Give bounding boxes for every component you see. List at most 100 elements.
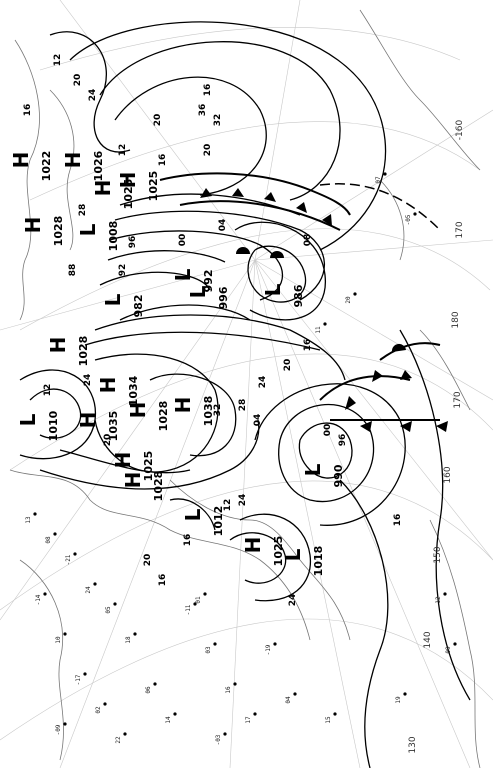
parallel-line	[9, 353, 493, 471]
central-pressure-value: 1034	[127, 375, 140, 406]
longitude-label: 130	[408, 736, 418, 753]
station-value: 13	[25, 516, 32, 524]
central-pressure-value: 1038	[202, 396, 215, 427]
station-marker	[443, 592, 447, 596]
high-pressure-center: H	[121, 472, 145, 489]
coastline-greenland	[14, 39, 40, 321]
station-marker	[33, 512, 37, 516]
warm-front-semicircle	[236, 247, 250, 254]
isobar-label: 24	[88, 89, 98, 102]
longitude-label: -160	[455, 120, 465, 141]
station-value: -17	[75, 674, 82, 685]
station-value: 09	[445, 646, 452, 654]
isobar-label: 16	[183, 534, 193, 547]
meridian-line	[254, 259, 493, 401]
cold-front-triangle	[345, 396, 356, 410]
isobar-label: 04	[218, 219, 228, 232]
meridian-line	[0, 259, 256, 621]
isobar-label: 24	[258, 376, 268, 389]
station-value: -19	[265, 644, 272, 655]
meridian-line	[254, 259, 361, 768]
station-value: -03	[215, 734, 222, 745]
isobar	[234, 221, 326, 321]
station-value: 10	[55, 636, 62, 644]
occluded-front	[319, 375, 411, 401]
coastline-alaska	[169, 479, 351, 641]
isobar-label: 08	[303, 234, 313, 247]
central-pressure-value: 1025	[122, 179, 135, 210]
isobar-label: 24	[238, 494, 248, 507]
cold-front-triangle	[372, 370, 383, 382]
high-pressure-center: H	[9, 152, 33, 169]
warm-front-semicircle	[391, 343, 406, 352]
isobar	[29, 388, 82, 439]
low-pressure-center: L	[171, 268, 195, 281]
isobar-label: 28	[238, 399, 248, 412]
station-marker	[53, 532, 57, 536]
cold-front-triangle	[400, 370, 412, 380]
meridian-line	[254, 109, 493, 261]
station-marker	[233, 682, 237, 686]
cold-front-triangle	[436, 421, 448, 432]
high-pressure-center: H	[91, 180, 115, 197]
central-pressure-value: 1025	[147, 171, 160, 202]
station-marker	[83, 672, 87, 676]
coastline-canada	[9, 469, 311, 641]
central-pressure-value: 1018	[312, 546, 325, 577]
isobar	[119, 304, 251, 321]
isobar	[109, 230, 284, 301]
central-pressure-value: 1035	[107, 411, 120, 442]
isobar-label: 20	[283, 359, 293, 372]
isobar-label: 24	[288, 594, 298, 607]
station-marker	[253, 712, 257, 716]
isobar-label: 96	[338, 434, 348, 447]
high-pressure-center: H	[241, 537, 265, 554]
isobar	[107, 250, 226, 263]
longitude-label: 140	[423, 631, 433, 648]
station-value: 19	[395, 696, 402, 704]
station-marker	[43, 592, 47, 596]
cold-front-triangle	[400, 421, 412, 432]
station-marker	[193, 602, 197, 606]
low-pressure-center: L	[301, 463, 325, 476]
station-value: 01	[195, 596, 202, 604]
station-marker	[413, 212, 417, 216]
low-pressure-center: L	[281, 548, 305, 561]
isobar	[99, 271, 211, 291]
isobar-label: 20	[153, 114, 163, 127]
central-pressure-value: 990	[332, 464, 345, 487]
station-marker	[223, 732, 227, 736]
meridian-line	[59, 259, 256, 768]
station-value: -21	[65, 554, 72, 565]
coastline-kamchatka	[379, 179, 405, 261]
isobar-label: 96	[128, 236, 138, 249]
station-marker	[103, 702, 107, 706]
station-value: -11	[185, 604, 192, 615]
isobar-label: 12	[53, 54, 63, 67]
stationary-front	[319, 183, 441, 231]
station-marker	[173, 712, 177, 716]
central-pressure-value: 992	[202, 270, 215, 293]
isobar-label: 00	[323, 424, 333, 437]
isobar-label: 16	[303, 339, 313, 352]
coastline-hudson	[19, 559, 64, 761]
central-pressure-value: 1010	[47, 410, 60, 441]
meridian-line	[254, 259, 493, 561]
isobar-label: 00	[178, 234, 188, 247]
station-value: 14	[165, 716, 172, 724]
station-value: -14	[35, 594, 42, 605]
isobar	[169, 498, 216, 531]
coastline-siberia	[359, 9, 481, 171]
isobar	[19, 369, 96, 460]
isobar	[247, 245, 307, 303]
isobar-label: 16	[158, 574, 168, 587]
isobar-label: 16	[23, 104, 33, 117]
station-marker	[153, 682, 157, 686]
cold-front	[179, 200, 341, 231]
high-pressure-center: H	[21, 217, 45, 234]
parallel-line	[0, 618, 493, 741]
low-pressure-center: L	[261, 283, 285, 296]
station-marker	[213, 642, 217, 646]
